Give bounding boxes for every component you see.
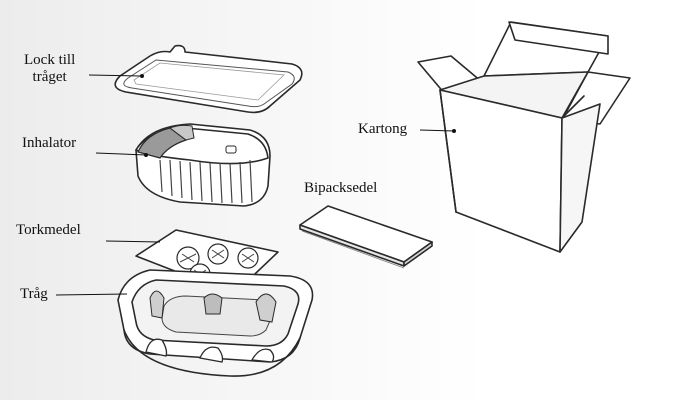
leader-inhaler-dot <box>144 153 148 157</box>
leader-carton-dot <box>452 129 456 133</box>
leader-inhaler <box>95 152 147 156</box>
carton <box>417 21 631 253</box>
leader-lid-dot <box>140 74 144 78</box>
leader-lines <box>55 74 456 296</box>
label-leaflet: Bipacksedel <box>304 180 378 196</box>
inhaler-device <box>135 123 271 207</box>
tray-lid <box>114 44 303 114</box>
leader-desiccant <box>105 240 161 243</box>
leaflet <box>299 205 433 269</box>
label-desiccant: Torkmedel <box>16 222 81 238</box>
label-carton: Kartong <box>358 121 408 137</box>
tray <box>117 269 314 377</box>
label-inhaler: Inhalator <box>22 135 77 151</box>
leader-tray <box>55 293 128 296</box>
label-tray: Tråg <box>20 286 48 302</box>
label-tray-lid: Lock till tråget <box>24 52 76 85</box>
leader-carton <box>419 129 455 132</box>
leader-lid <box>88 74 143 77</box>
